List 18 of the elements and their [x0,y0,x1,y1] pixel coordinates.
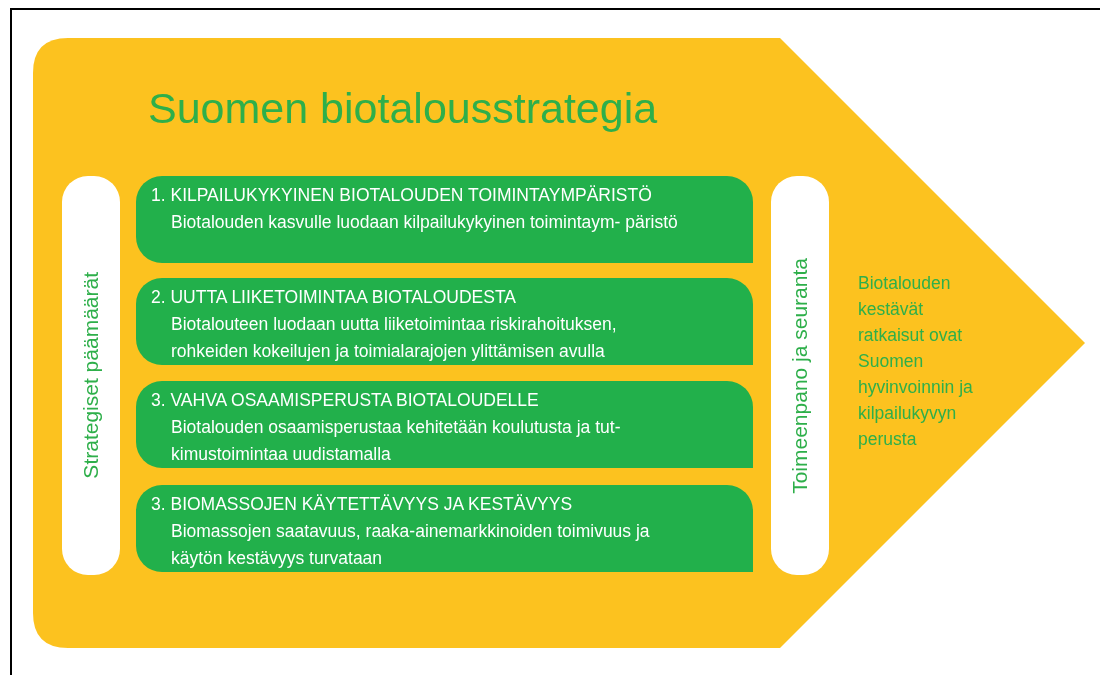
goal-box [136,278,753,365]
arrow-heading: Suomen biotalousstrategia [148,83,658,134]
goal-description: Biotalouteen luodaan uutta liiketoimintaa riskirahoituksen, rohkeiden kokeilujen ja toimialarajojen ylittämisen avulla [170,313,618,363]
vertical-label: Toimeenpano ja seuranta [787,257,813,494]
goal-heading: 1. KILPAILUKYKYINEN BIOTALOUDEN TOIMINTAYMPÄRISTÖ [151,184,653,207]
goal-statement: Biotalouden kestävät ratkaisut ovat Suomen hyvinvoinnin ja kilpailukyvyn perusta [858,272,974,451]
goal-description: Biomassojen saatavuus, raaka-ainemarkkinoiden toimivuus ja käytön kestävyys turvataan [170,520,651,570]
goal-heading: 3. BIOMASSOJEN KÄYTETTÄVYYS JA KESTÄVYYS [151,493,574,516]
goal-description: Biotalouden kasvulle luodaan kilpailukykyinen toimintaym- päristö [170,211,679,234]
goal-heading: 2. UUTTA LIIKETOIMINTAA BIOTALOUDESTA [151,286,517,309]
vertical-label: Strategiset päämäärät [78,272,104,479]
goal-description: Biotalouden osaamisperustaa kehitetään koulutusta ja tut- kimustoimintaa uudistamalla [170,416,622,466]
goal-box [136,485,753,572]
vertical-label-bar [62,176,120,575]
goal-box [136,381,753,468]
vertical-label-bar [771,176,829,575]
goal-box [136,176,753,263]
goal-heading: 3. VAHVA OSAAMISPERUSTA BIOTALOUDELLE [151,389,540,412]
